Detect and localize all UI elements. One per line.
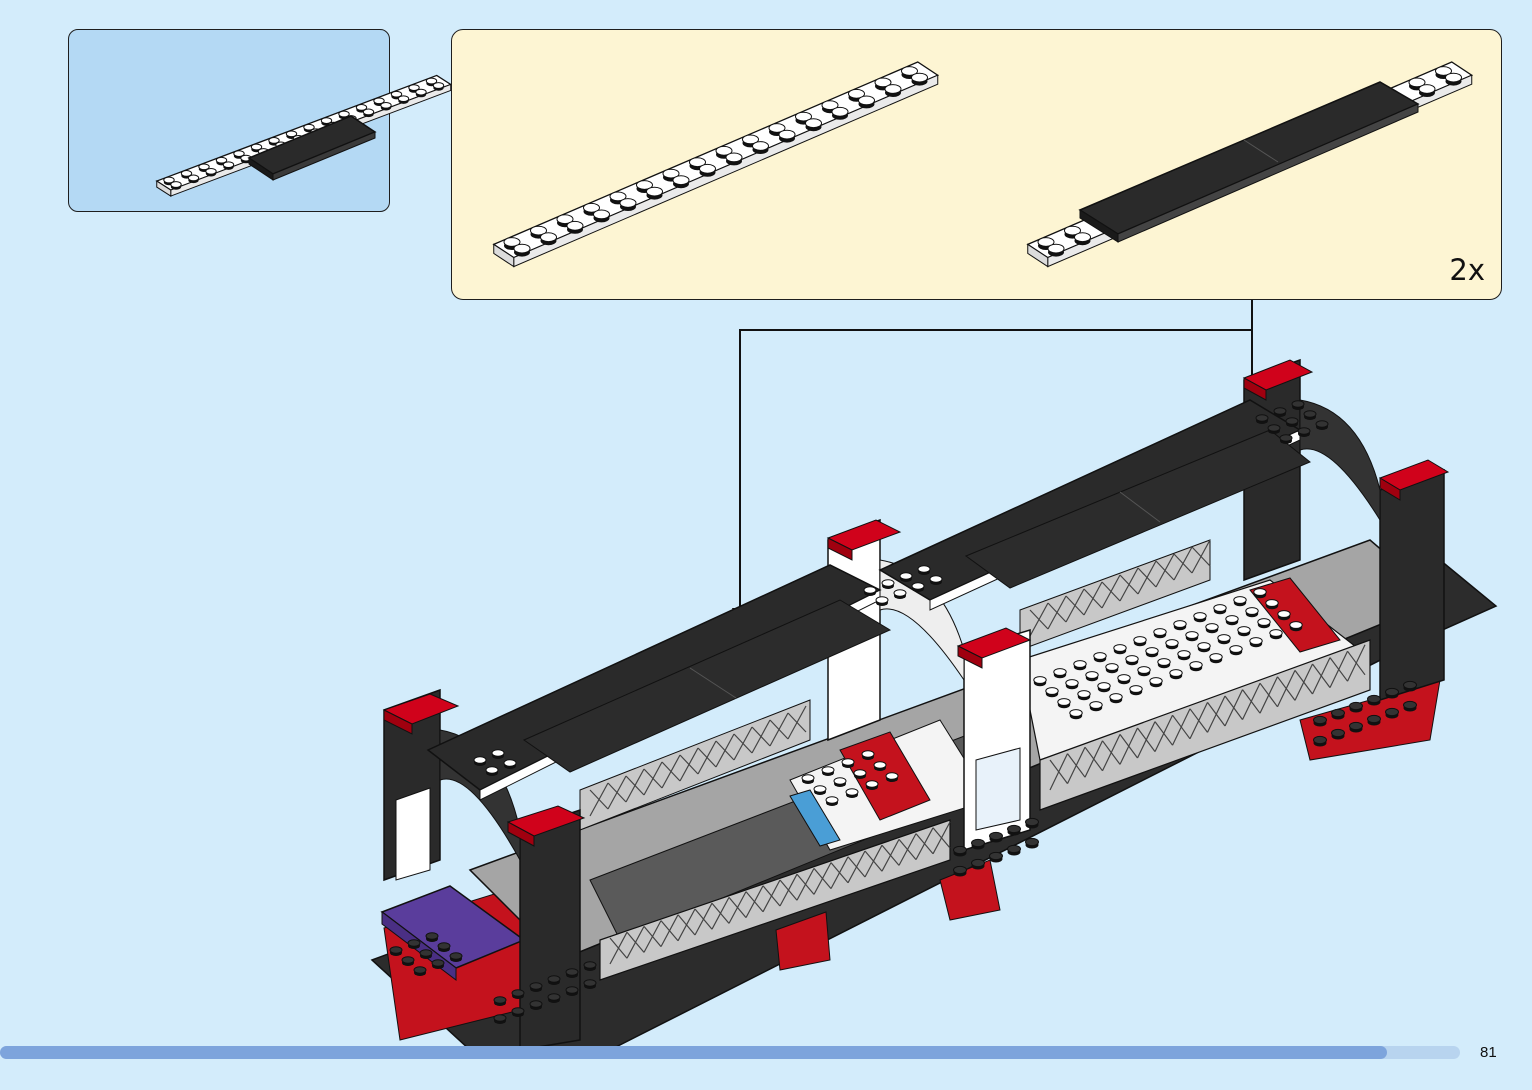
progress-bar-fill [0,1046,1387,1059]
progress-bar [0,1046,1460,1059]
page-number: 81 [1480,1044,1497,1061]
